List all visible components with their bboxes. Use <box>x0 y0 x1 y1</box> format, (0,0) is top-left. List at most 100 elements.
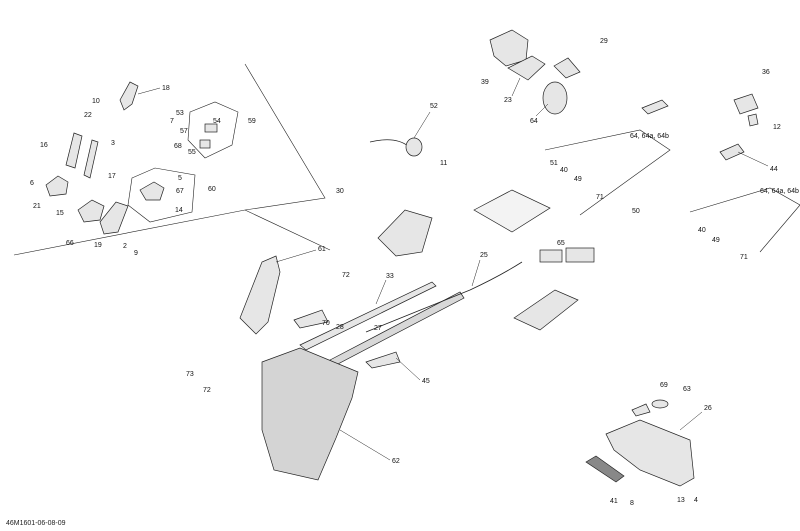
label-26: 26 <box>704 405 712 412</box>
part-41-grille <box>585 455 625 483</box>
part-54-block <box>204 123 218 133</box>
label-10: 10 <box>92 98 100 105</box>
leader-61 <box>275 249 317 263</box>
part-70-decal <box>293 309 329 329</box>
label-68: 68 <box>174 143 182 150</box>
label-62: 62 <box>392 458 400 465</box>
label-51: 51 <box>550 160 558 167</box>
label-55: 55 <box>188 149 196 156</box>
part-52-mirror-head <box>405 137 423 157</box>
label-4: 4 <box>694 497 698 504</box>
label-40-bottom: 40 <box>698 227 706 234</box>
part-12-piece <box>747 113 759 127</box>
group-outline-left <box>13 63 326 256</box>
label-41: 41 <box>610 498 618 505</box>
leader-26 <box>679 411 703 431</box>
label-72-bottom: 72 <box>203 387 211 394</box>
part-decal-right-top <box>641 99 669 115</box>
leader-62 <box>339 429 391 461</box>
part-26-panel <box>605 419 695 487</box>
label-6: 6 <box>30 180 34 187</box>
part-33-rail <box>299 281 437 351</box>
part-64-cap <box>542 81 568 115</box>
label-69: 69 <box>660 382 668 389</box>
label-29: 29 <box>600 38 608 45</box>
label-8: 8 <box>630 500 634 507</box>
label-67: 67 <box>176 188 184 195</box>
part-21-bracket <box>45 175 69 197</box>
part-52-mirror <box>369 139 409 147</box>
part-63-emblem <box>651 399 669 409</box>
label-53: 53 <box>176 110 184 117</box>
diagram-code: 46M1601-06-08-09 <box>6 520 66 527</box>
label-73: 73 <box>186 371 194 378</box>
label-11: 11 <box>440 160 448 167</box>
label-52: 52 <box>430 103 438 110</box>
label-14: 14 <box>175 207 183 214</box>
part-step-plate-right <box>513 289 579 331</box>
part-23-cover <box>507 55 546 81</box>
part-3-strip <box>83 139 99 179</box>
part-30-step-plate <box>377 209 433 257</box>
cable-25 <box>365 261 523 333</box>
label-64-64a-64b-top: 64, 64a, 64b <box>630 133 669 140</box>
group-outline-right-2 <box>689 187 800 253</box>
label-2: 2 <box>123 243 127 250</box>
part-65-decal-a <box>539 249 563 263</box>
leader-33 <box>375 279 387 305</box>
part-61-assembly <box>239 255 281 335</box>
label-64: 64 <box>530 118 538 125</box>
group-outline-right-1 <box>544 129 671 216</box>
label-59: 59 <box>248 118 256 125</box>
leader-64 <box>535 103 549 117</box>
part-45-decal <box>365 351 401 369</box>
part-16-plate <box>65 132 83 169</box>
label-30: 30 <box>336 188 344 195</box>
label-25: 25 <box>480 252 488 259</box>
label-3: 3 <box>111 140 115 147</box>
label-63: 63 <box>683 386 691 393</box>
label-33: 33 <box>386 273 394 280</box>
label-22: 22 <box>84 112 92 119</box>
label-44: 44 <box>770 166 778 173</box>
label-57: 57 <box>180 128 188 135</box>
leader-52 <box>413 111 431 139</box>
label-17: 17 <box>108 173 116 180</box>
label-61: 61 <box>318 246 326 253</box>
part-29-clip <box>553 57 581 79</box>
label-72-top: 72 <box>342 272 350 279</box>
part-55-block <box>199 139 211 149</box>
label-15: 15 <box>56 210 64 217</box>
label-54: 54 <box>213 118 221 125</box>
label-60: 60 <box>208 186 216 193</box>
label-39: 39 <box>481 79 489 86</box>
label-71-top: 71 <box>596 194 604 201</box>
part-69-decal <box>631 403 651 417</box>
part-36-bracket <box>733 93 759 115</box>
label-18: 18 <box>162 85 170 92</box>
label-16: 16 <box>40 142 48 149</box>
part-62-hood <box>261 347 359 481</box>
group-outline-59 <box>187 101 239 159</box>
label-27: 27 <box>374 325 382 332</box>
label-28: 28 <box>336 324 344 331</box>
part-manual <box>473 189 551 233</box>
part-65-decal-b <box>565 247 595 263</box>
label-21: 21 <box>33 203 41 210</box>
group-outline-left-lower <box>244 209 331 251</box>
label-45: 45 <box>422 378 430 385</box>
label-66: 66 <box>66 240 74 247</box>
part-19-hinge <box>99 201 129 235</box>
leader-18 <box>137 87 161 95</box>
label-49-top: 49 <box>574 176 582 183</box>
leader-44 <box>737 151 769 167</box>
leader-25 <box>471 259 481 287</box>
part-18-bracket <box>119 81 139 111</box>
part-67-clip <box>139 181 165 201</box>
label-5: 5 <box>178 175 182 182</box>
label-19: 19 <box>94 242 102 249</box>
part-15-block <box>77 199 105 223</box>
leader-23 <box>511 77 521 97</box>
label-36: 36 <box>762 69 770 76</box>
